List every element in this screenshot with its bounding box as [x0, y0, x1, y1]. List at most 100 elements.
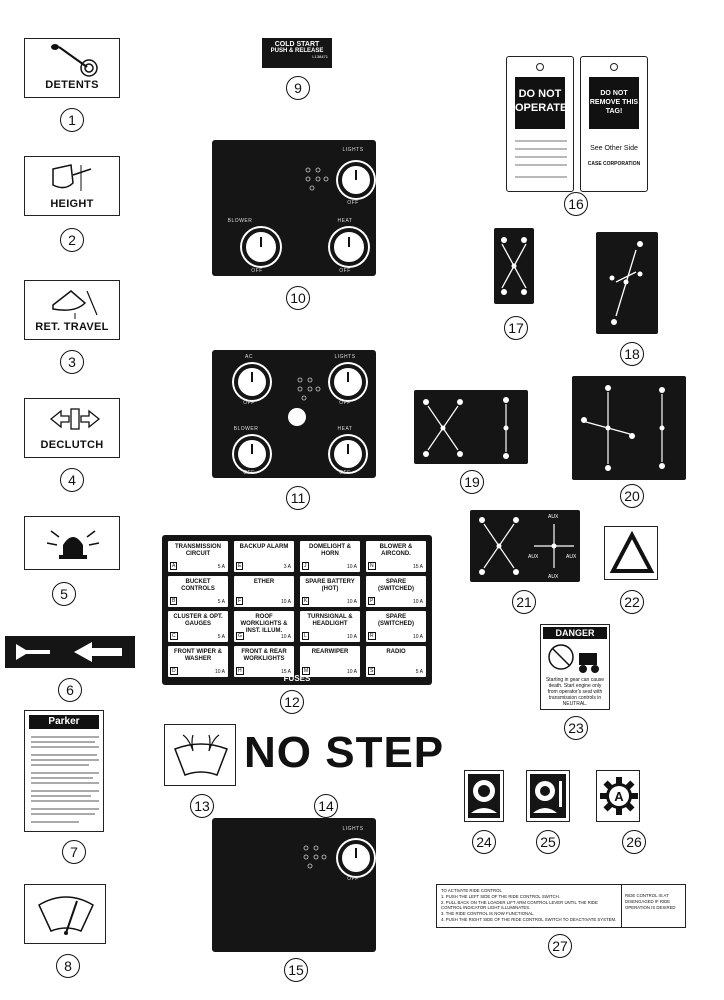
fuse-name: BACKUP ALARM — [239, 544, 289, 550]
height-label: HEIGHT — [50, 198, 94, 210]
declutch-decal: DECLUTCH — [24, 398, 120, 458]
fuse-letter: E — [236, 562, 244, 570]
fuse-amps: 10 A — [280, 599, 291, 605]
fuse-name: ROOF WORKLIGHTS & INST. ILLUM. — [240, 614, 288, 634]
callout-17: 17 — [504, 316, 528, 340]
ride-divider — [621, 885, 622, 927]
callout-1: 1 — [60, 108, 84, 132]
fuse-amps: 3 A — [283, 564, 291, 570]
switch-panel-15: LIGHTS OFF — [212, 818, 376, 952]
declutch-arrows-icon — [49, 408, 101, 430]
ac-knob[interactable] — [234, 364, 270, 400]
heat-off-caption: OFF — [339, 268, 351, 274]
fuse-name: BUCKET CONTROLS — [181, 579, 215, 592]
fuse-letter: H — [236, 667, 244, 675]
beacon-decal — [24, 516, 120, 570]
fuse-name: ETHER — [253, 579, 275, 585]
ac-off-caption: OFF — [243, 400, 255, 406]
fuse-amps: 15 A — [280, 669, 291, 675]
lights-knob[interactable] — [338, 162, 374, 198]
callout-5: 5 — [52, 582, 76, 606]
do-not-operate-tag: DO NOT OPERATE — [506, 56, 574, 192]
ac-indicator-button[interactable] — [288, 408, 306, 426]
callout-9: 9 — [286, 76, 310, 100]
fuse-name: FRONT WIPER & WASHER — [174, 649, 222, 662]
cold-start-part: L138471 — [312, 54, 328, 59]
aux-label-bottom: AUX — [548, 574, 559, 580]
callout-6: 6 — [58, 678, 82, 702]
do-not-operate-title: DO NOT OPERATE — [515, 77, 567, 129]
fuse-name: CLUSTER & OPT. GAUGES — [173, 614, 223, 627]
ac-caption: AC — [245, 354, 253, 360]
fan-speed-icon — [468, 774, 500, 818]
heat-knob-11[interactable] — [330, 436, 366, 472]
callout-8: 8 — [56, 954, 80, 978]
fuse-name: DOMELIGHT & HORN — [309, 544, 351, 557]
detent-lever-icon — [51, 44, 98, 77]
hazard-triangle-decal — [604, 526, 658, 580]
fuse-name: RADIO — [386, 649, 406, 655]
control-pattern-20 — [572, 376, 686, 480]
aux-label-right: AUX — [566, 554, 577, 560]
no-step-decal: NO STEP — [244, 728, 445, 777]
beacon-light-icon — [46, 530, 100, 559]
fuse-letter: N — [368, 562, 376, 570]
fuse-amps: 10 A — [412, 634, 423, 640]
fuse-letter: J — [302, 562, 309, 570]
fuse-letter: R — [368, 632, 376, 640]
callout-26: 26 — [622, 830, 646, 854]
fuse-name: REARWIPER — [311, 649, 349, 655]
see-other-side: See Other Side — [590, 145, 638, 152]
tag-hole — [536, 63, 544, 71]
ride-line-4: 3. THE RIDE CONTROL IS NOW FUNCTIONAL. — [441, 911, 535, 917]
pattern-19-graphic — [423, 397, 509, 459]
control-pattern-21: AUX AUX AUX AUX — [470, 510, 580, 582]
tag-company: CASE CORPORATION — [587, 161, 641, 167]
bucket-return-icon — [52, 290, 98, 319]
ride-control-decal: TO ACTIVATE RIDE CONTROL 1. PUSH THE LEF… — [436, 884, 686, 928]
lights-knob-15[interactable] — [338, 840, 374, 876]
fuse-letter: C — [170, 632, 178, 640]
fuse-cell: ROOF WORKLIGHTS & INST. ILLUM.G 10 A — [234, 611, 294, 642]
callout-25: 25 — [536, 830, 560, 854]
blower-off-caption: OFF — [251, 268, 263, 274]
fan-level-icon — [530, 774, 566, 818]
fuse-letter: A — [170, 562, 178, 570]
wiper-icon — [38, 896, 94, 935]
lights-knob-11[interactable] — [330, 364, 366, 400]
callout-4: 4 — [60, 468, 84, 492]
blower-knob-11[interactable] — [234, 436, 270, 472]
blower-knob[interactable] — [242, 228, 280, 266]
danger-text: Starting in gear can cause death. Start … — [545, 677, 605, 707]
fuse-letter: S — [368, 667, 376, 675]
return-travel-decal: RET. TRAVEL — [24, 280, 120, 340]
fuse-amps: 10 A — [346, 634, 357, 640]
control-pattern-17 — [494, 228, 534, 304]
fuse-letter: L — [302, 632, 309, 640]
heat-knob[interactable] — [330, 228, 368, 266]
heat-caption-11: HEAT — [337, 426, 353, 432]
blower-off-caption-11: OFF — [243, 470, 255, 476]
fuse-amps: 10 A — [412, 599, 423, 605]
callout-18: 18 — [620, 342, 644, 366]
fuse-amps: 10 A — [280, 634, 291, 640]
fuse-letter: G — [236, 632, 244, 640]
callout-16: 16 — [564, 192, 588, 216]
ride-line-3: 2. PULL BACK ON THE LOADER LIFT ARM CONT… — [441, 899, 598, 911]
do-not-remove-tag: DO NOT REMOVE THIS TAG! See Other Side C… — [580, 56, 648, 192]
callout-3: 3 — [60, 350, 84, 374]
fuse-amps: 5 A — [217, 564, 225, 570]
light-indicator-icons-15 — [303, 845, 327, 869]
fuse-amps: 10 A — [346, 599, 357, 605]
fan-icon-decal-24 — [464, 770, 504, 822]
pattern-17-graphic — [501, 237, 527, 295]
bucket-height-icon — [52, 164, 92, 191]
